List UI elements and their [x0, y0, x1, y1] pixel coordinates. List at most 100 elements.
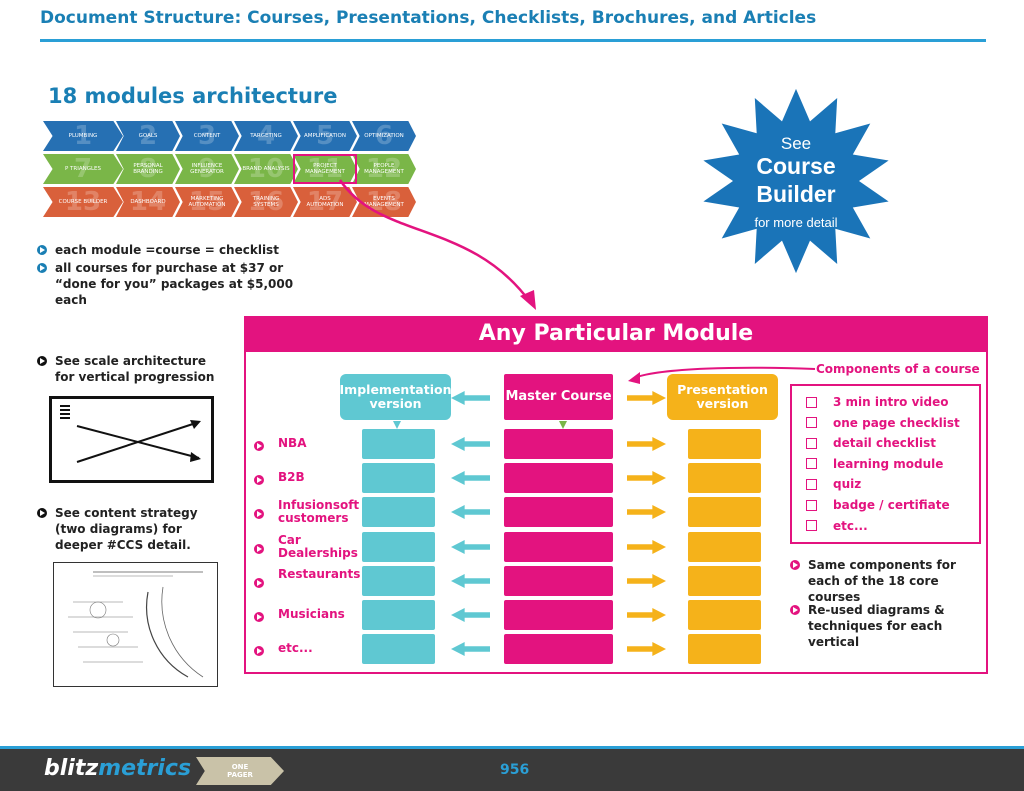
- scale-note-text: See scale architecture for vertical prog…: [55, 354, 215, 384]
- module-number: 7: [73, 154, 93, 184]
- implementation-cell: [362, 566, 435, 596]
- checkbox-icon[interactable]: [806, 520, 817, 532]
- master-course-cell: [504, 532, 613, 562]
- bullet-arrow-icon: [790, 560, 800, 570]
- component-item: etc...: [806, 519, 868, 533]
- presentation-cell: [688, 600, 761, 630]
- presentation-cell: [688, 566, 761, 596]
- components-box: [790, 384, 981, 544]
- module-number: 9: [197, 154, 217, 184]
- module-label: DASHBOARD: [130, 198, 166, 205]
- bullet-arrow-icon: [37, 508, 47, 518]
- module-number: 16: [247, 187, 285, 217]
- implementation-cell: [362, 634, 435, 664]
- down-arrow-icon: [393, 421, 401, 429]
- vertical-label: B2B: [278, 470, 305, 484]
- one-pager-badge: ONE PAGER: [196, 757, 284, 785]
- module-number: 13: [64, 187, 102, 217]
- down-arrow-icon: [559, 421, 567, 429]
- bullet-arrow-icon: [254, 612, 264, 622]
- module-number: 3: [197, 121, 217, 151]
- master-course-header: Master Course: [504, 374, 613, 420]
- module-label: COURSE BUILDER: [58, 198, 108, 205]
- starburst-course: Course: [756, 153, 835, 179]
- checkbox-icon[interactable]: [806, 478, 817, 490]
- title-divider: [40, 39, 986, 42]
- starburst-badge: See Course Builder for more detail: [703, 88, 889, 274]
- component-item: quiz: [806, 477, 861, 491]
- presentation-cell: [688, 634, 761, 664]
- checkbox-icon[interactable]: [806, 499, 817, 511]
- module-number: 11: [306, 154, 344, 184]
- checkbox-icon[interactable]: [806, 458, 817, 470]
- content-strategy-thumbnail[interactable]: [53, 562, 218, 687]
- module-number: 17: [306, 187, 344, 217]
- implementation-cell: [362, 532, 435, 562]
- module-label: P TRIANGLES: [64, 165, 102, 172]
- module-note-text: Same components for each of the 18 core …: [808, 558, 956, 604]
- module-number: 15: [188, 187, 226, 217]
- module-number: 2: [138, 121, 158, 151]
- module-label: PROJECT MANAGEMENT: [305, 162, 345, 176]
- module-title: Any Particular Module: [244, 316, 988, 352]
- vertical-label: Car Dealerships: [278, 533, 358, 560]
- checkbox-icon[interactable]: [806, 437, 817, 449]
- bullet-arrow-icon: [37, 245, 47, 255]
- checkbox-icon[interactable]: [806, 396, 817, 408]
- module-label: CONTENT: [193, 132, 221, 139]
- implementation-cell: [362, 497, 435, 527]
- vertical-label: Infusionsoft customers: [278, 498, 360, 525]
- presentation-cell: [688, 429, 761, 459]
- module-number: 1: [73, 121, 93, 151]
- bullet-item: each module =course = checklist: [37, 242, 279, 258]
- module-label: PERSONAL BRANDING: [133, 162, 163, 176]
- page-number: 956: [500, 762, 530, 778]
- bullet-item: all courses for purchase at $37 or “done…: [37, 260, 317, 308]
- checkbox-icon[interactable]: [806, 417, 817, 429]
- component-label: detail checklist: [833, 436, 936, 451]
- module-label: EVENTS MANAGEMENT: [364, 195, 404, 209]
- master-course-cell: [504, 497, 613, 527]
- bullet-arrow-icon: [254, 475, 264, 485]
- master-course-cell: [504, 634, 613, 664]
- implementation-cell: [362, 429, 435, 459]
- module-label: AMPLIFICATION: [304, 132, 346, 139]
- scale-architecture-thumbnail[interactable]: [49, 396, 215, 484]
- component-item: badge / certifiate: [806, 498, 950, 512]
- bullet-arrow-icon: [254, 578, 264, 588]
- module-label: OPTIMIZATION: [364, 132, 404, 139]
- component-item: 3 min intro video: [806, 395, 949, 409]
- component-label: learning module: [833, 456, 944, 471]
- master-course-cell: [504, 463, 613, 493]
- module-number: 8: [138, 154, 158, 184]
- module-label: TRAINING SYSTEMS: [252, 195, 280, 209]
- master-course-cell: [504, 566, 613, 596]
- bullet-arrow-icon: [37, 356, 47, 366]
- presentation-cell: [688, 463, 761, 493]
- scale-note: See scale architecture for vertical prog…: [37, 353, 217, 385]
- component-item: learning module: [806, 457, 943, 471]
- module-label: ADS AUTOMATION: [306, 195, 344, 209]
- footer-bar: [0, 749, 1024, 791]
- module-number: 14: [129, 187, 167, 217]
- implementation-column-header: Implementation version: [340, 374, 451, 420]
- module-number: 5: [315, 121, 335, 151]
